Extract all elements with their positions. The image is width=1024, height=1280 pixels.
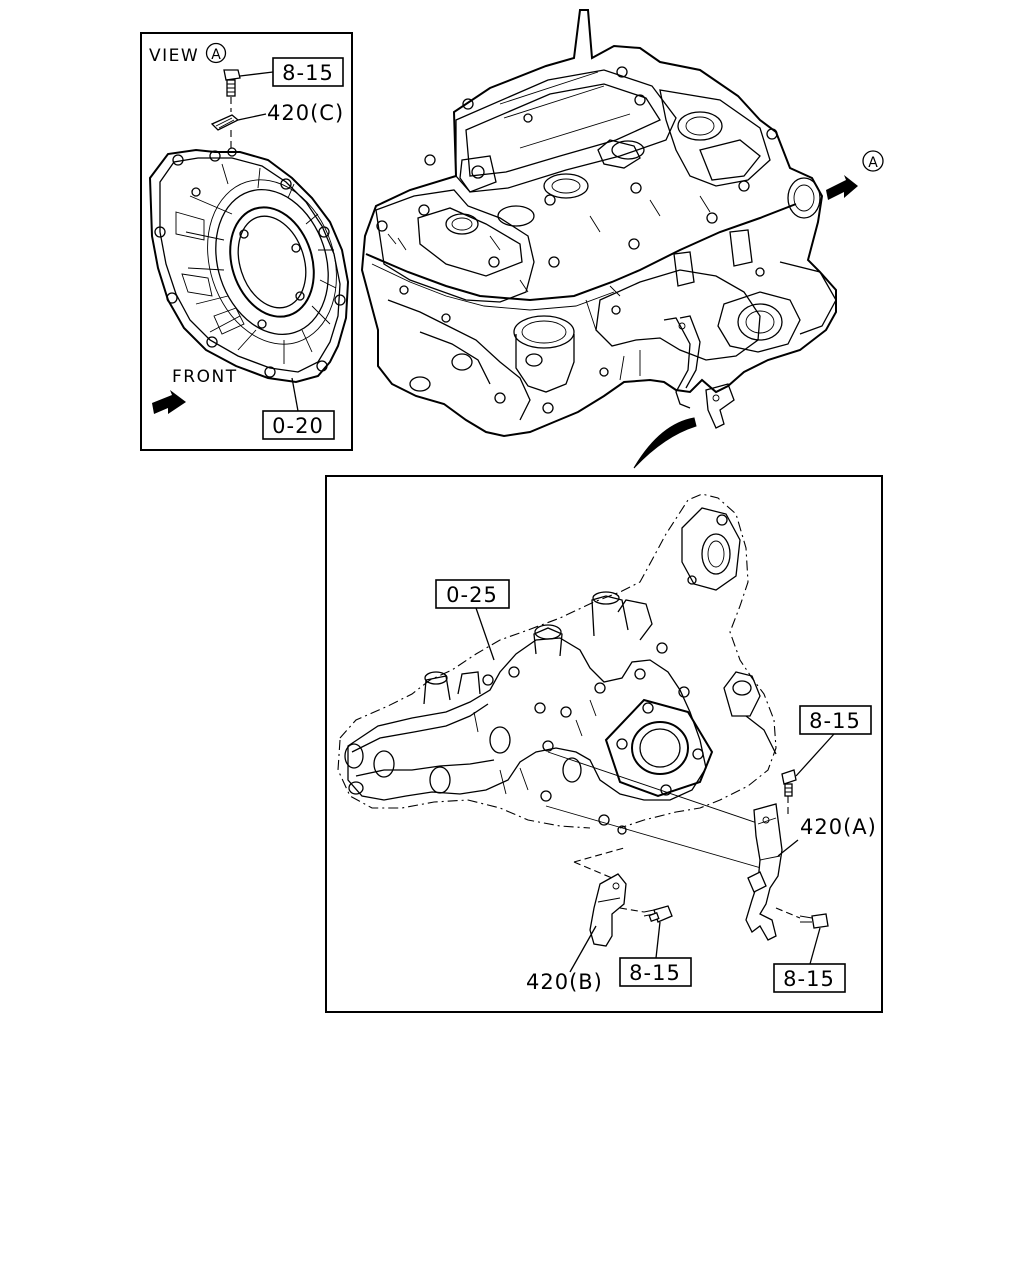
leader-inset-bolt <box>239 71 274 77</box>
view-marker: A <box>826 150 884 200</box>
view-marker-arrow-icon <box>826 175 858 200</box>
view-marker-circle <box>862 150 884 172</box>
view-letter-circle <box>205 42 227 64</box>
leader-detail-bolt-upper <box>795 733 835 777</box>
callout-detail-bolt-upper: 8-15 <box>809 709 861 733</box>
callout-manifold: 0-25 <box>446 583 498 607</box>
leader-inset-plate <box>291 377 299 412</box>
view-marker-letter: A <box>868 155 878 171</box>
bracket-a-part <box>745 803 783 941</box>
leader-detail-bolt-lower-right <box>809 927 821 965</box>
front-arrow-icon <box>152 390 186 414</box>
front-label: FRONT <box>172 367 238 387</box>
bracket-b-phantom <box>573 847 625 863</box>
callout-inset-bracket-c: 420(C) <box>267 101 344 125</box>
leader-detail-bolt-lower-left <box>655 921 661 959</box>
engine-illustration <box>360 9 837 438</box>
leader-manifold <box>475 607 495 661</box>
callout-detail-bolt-upper-box <box>799 705 872 735</box>
bracket-b-phantom-2 <box>573 861 613 879</box>
callout-bracket-b: 420(B) <box>526 970 603 994</box>
detail-bolt-upper-part <box>781 769 797 816</box>
callout-inset-plate: 0-20 <box>272 414 324 438</box>
inset-bracket-c-part <box>210 114 240 150</box>
leader-inset-bracket-c <box>237 113 267 121</box>
inset-cover-plate <box>148 147 350 384</box>
detail-bolt-lower-left-part <box>619 905 673 923</box>
alignment-line-lower <box>545 805 769 871</box>
callout-inset-bolt: 8-15 <box>282 61 334 85</box>
view-a-frame <box>140 32 353 451</box>
detail-frame <box>325 475 883 1013</box>
callout-inset-plate-box <box>262 410 335 440</box>
callout-detail-bolt-lower-left: 8-15 <box>629 961 681 985</box>
callout-detail-bolt-lower-right-box <box>773 963 846 993</box>
leader-bracket-a <box>777 839 799 857</box>
leader-bracket-b <box>569 925 597 973</box>
detail-view: 0-25 8-15 420(A) 420(B) 8-15 8-15 <box>325 475 883 1013</box>
view-a-inset: VIEW A 8-15 420(C) <box>140 32 353 451</box>
intake-manifold-part <box>344 507 777 835</box>
callout-bracket-a: 420(A) <box>800 815 877 839</box>
bracket-b-part <box>589 873 627 947</box>
view-letter: A <box>211 47 221 63</box>
detail-bolt-lower-right-part <box>775 907 829 929</box>
callout-manifold-box <box>435 579 510 609</box>
detail-pointer <box>633 417 697 469</box>
view-title: VIEW <box>149 46 199 66</box>
inset-bolt-part <box>223 69 241 112</box>
callout-detail-bolt-lower-right: 8-15 <box>783 967 835 991</box>
callout-detail-bolt-lower-left-box <box>619 957 692 987</box>
alignment-line-upper <box>547 751 767 827</box>
